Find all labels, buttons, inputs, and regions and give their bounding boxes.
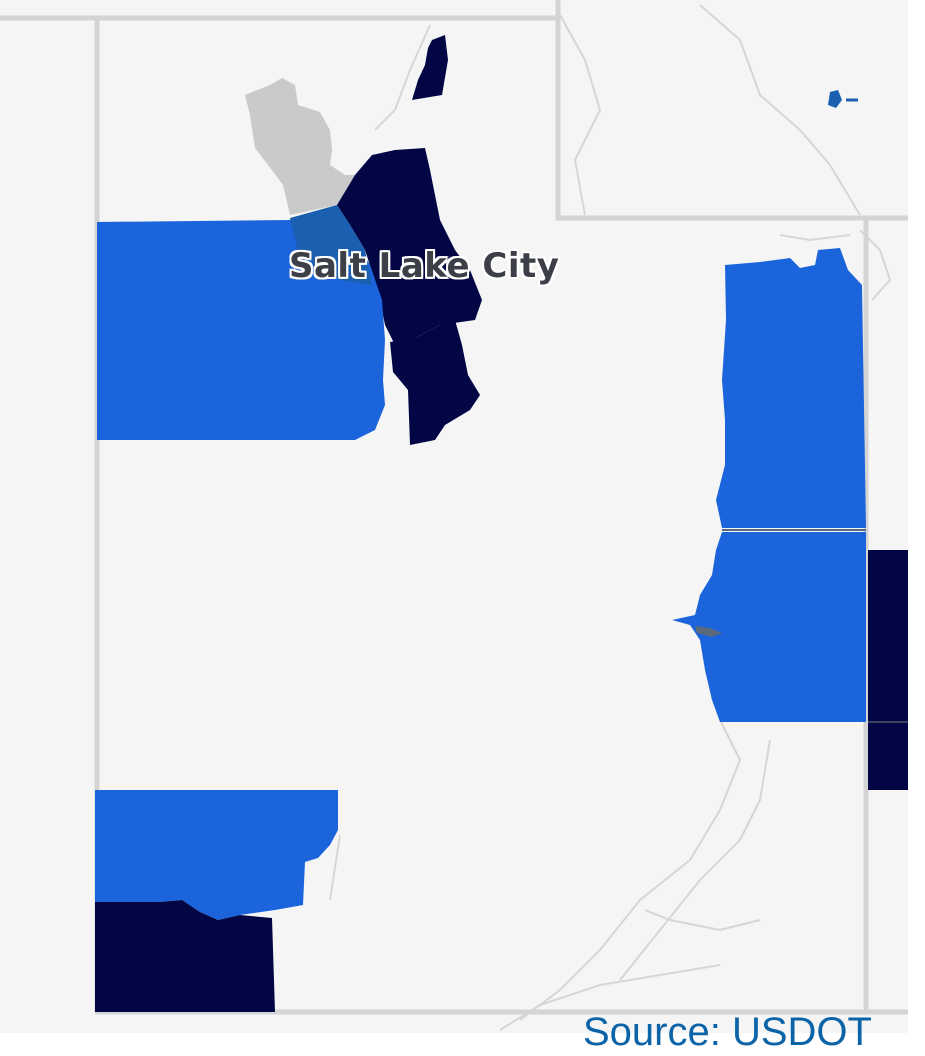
east-small-blob xyxy=(828,90,842,108)
daggett-uintah-county xyxy=(716,248,866,528)
northwest-county xyxy=(245,78,355,215)
grand-lake xyxy=(695,626,722,637)
map-edge xyxy=(908,0,925,1033)
city-label: Salt Lake City xyxy=(289,246,560,286)
north-small-county xyxy=(412,35,448,100)
tooele-county xyxy=(97,210,385,440)
road-line xyxy=(779,234,851,242)
grand-county xyxy=(672,532,866,722)
source-text: Source: USDOT xyxy=(583,1010,872,1054)
road-line xyxy=(859,229,892,301)
salt-lake-county xyxy=(390,320,480,445)
east-edge-county xyxy=(868,550,908,790)
washington-county xyxy=(95,900,275,1012)
davis-county xyxy=(337,148,482,345)
road-line xyxy=(329,834,341,901)
road-line xyxy=(374,24,431,131)
salt-lake-wedge xyxy=(290,205,372,285)
map-canvas[interactable] xyxy=(0,0,925,1033)
counties xyxy=(95,35,908,1012)
road-line xyxy=(519,719,742,1021)
state-border-notch xyxy=(555,0,908,221)
road-line xyxy=(644,909,761,932)
southwest-county xyxy=(95,790,338,920)
road-line xyxy=(699,4,861,216)
road-line xyxy=(559,14,602,216)
road-line xyxy=(619,739,771,981)
